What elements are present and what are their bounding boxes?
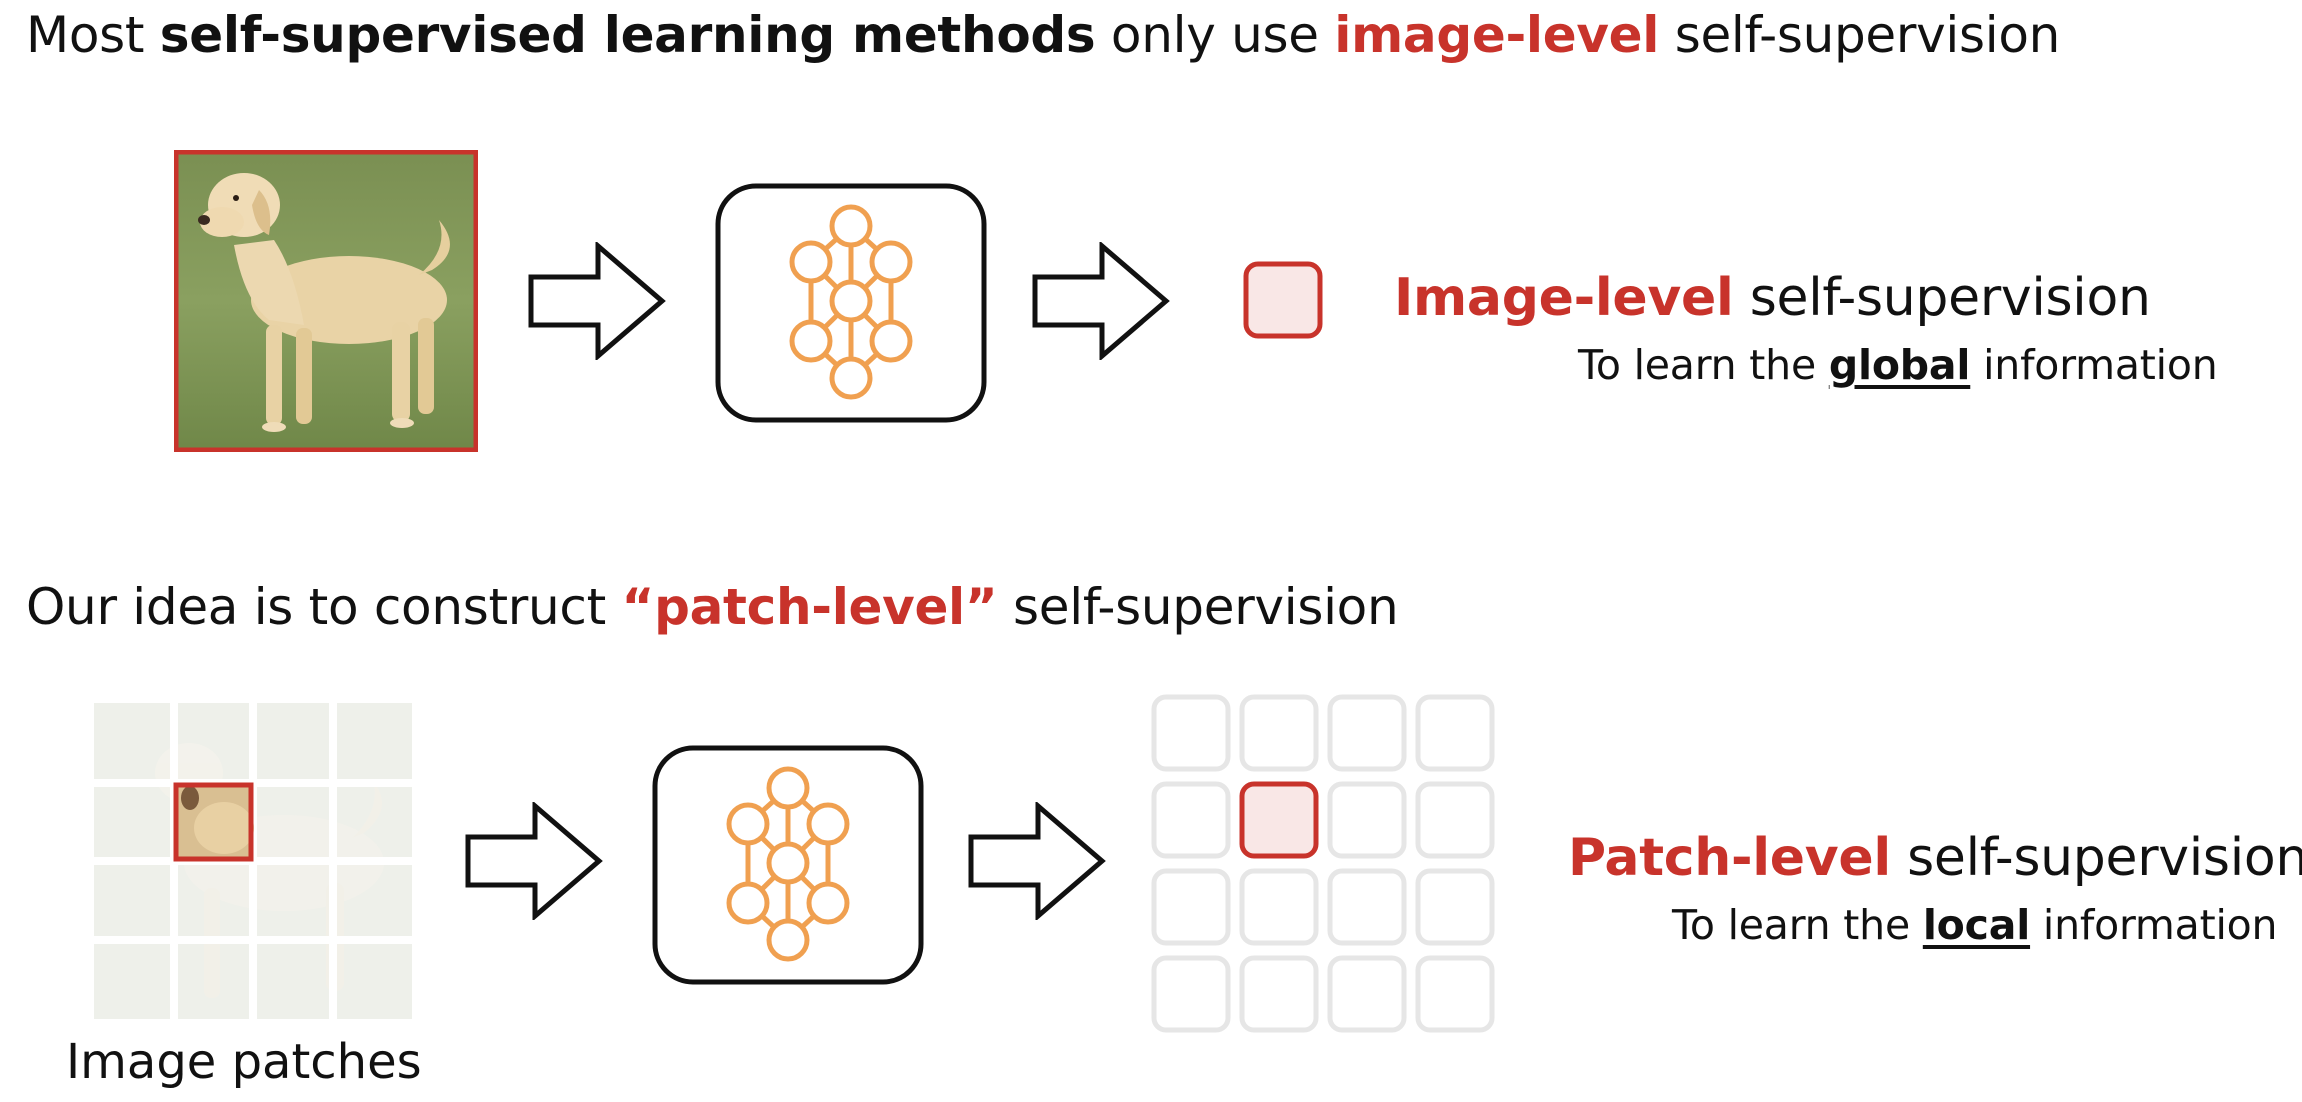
sublabel-emphasis: global: [1828, 341, 1971, 389]
heading-bold-text: self-supervised learning methods: [159, 6, 1096, 64]
image-level-sublabel: To learn the global information: [1578, 345, 2218, 386]
label-text: self-supervision: [1890, 828, 2302, 888]
label-highlight: Image-level: [1394, 268, 1734, 328]
image-level-output-square: [1243, 261, 1323, 339]
heading-text: Our idea is to construct: [26, 578, 622, 636]
patch-level-label: Patch-level self-supervision: [1568, 832, 2302, 884]
heading-text: only use: [1095, 6, 1335, 64]
patch-level-output-grid: [1150, 693, 1500, 1039]
label-highlight: Patch-level: [1568, 828, 1891, 888]
sublabel-text: information: [2030, 901, 2278, 949]
image-patches-grid: [94, 703, 412, 1019]
heading-highlight: image-level: [1334, 6, 1660, 64]
right-arrow-icon: [465, 802, 605, 920]
section1-heading: Most self-supervised learning methods on…: [26, 10, 2060, 60]
right-arrow-icon: [968, 802, 1108, 920]
heading-text: self-supervision: [1659, 6, 2061, 64]
right-arrow-icon: [528, 242, 668, 360]
label-text: self-supervision: [1733, 268, 2151, 328]
neural-network-icon: [715, 183, 987, 423]
heading-highlight: “patch-level”: [621, 578, 998, 636]
sublabel-text: To learn the: [1672, 901, 1923, 949]
sublabel-text: To learn the: [1578, 341, 1829, 389]
patch-level-sublabel: To learn the local information: [1672, 905, 2278, 946]
sublabel-emphasis: local: [1922, 901, 2031, 949]
section2-heading: Our idea is to construct “patch-level” s…: [26, 582, 1399, 632]
heading-text: Most: [26, 6, 160, 64]
sublabel-text: information: [1970, 341, 2218, 389]
image-patches-caption: Image patches: [66, 1034, 422, 1090]
dog-image: [174, 150, 478, 452]
heading-text: self-supervision: [997, 578, 1399, 636]
neural-network-icon: [652, 745, 924, 985]
right-arrow-icon: [1032, 242, 1172, 360]
image-level-label: Image-level self-supervision: [1394, 272, 2151, 324]
